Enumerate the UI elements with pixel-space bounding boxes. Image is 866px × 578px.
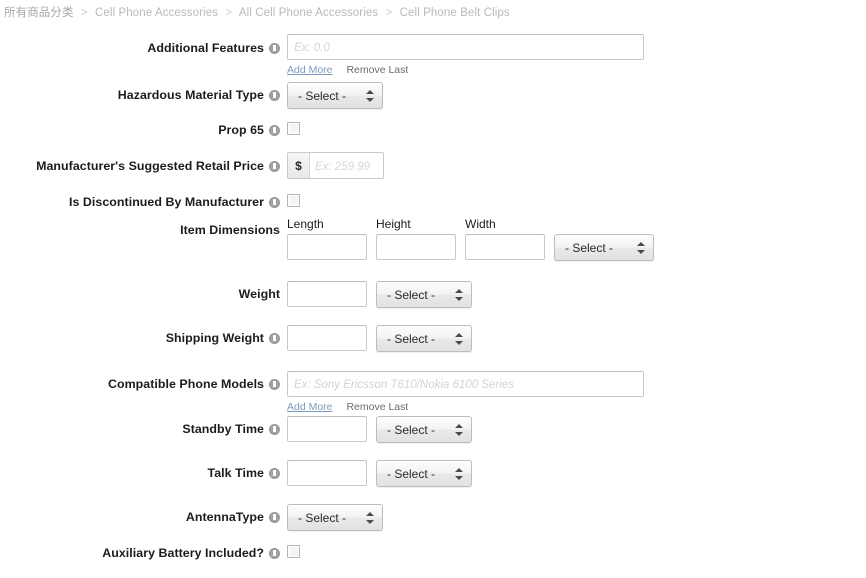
shipping-weight-input[interactable] — [287, 325, 367, 351]
weight-unit-select[interactable]: - Select - — [376, 281, 472, 308]
breadcrumb: 所有商品分类 > Cell Phone Accessories > All Ce… — [4, 4, 510, 20]
label-height: Height — [376, 217, 411, 231]
row-prop-65: Prop 65 — [0, 115, 866, 150]
label-antenna-type: AntennaType — [0, 510, 280, 524]
antenna-type-select[interactable]: - Select - — [287, 504, 383, 531]
select-value: - Select - — [298, 88, 347, 103]
label-length: Length — [287, 217, 324, 231]
item-dimensions-height-input[interactable] — [376, 234, 456, 260]
breadcrumb-separator: > — [385, 7, 393, 19]
product-attributes-form: Additional Features Add More Remove Last… — [0, 27, 866, 572]
label-compatible-phone-models: Compatible Phone Models — [0, 377, 280, 391]
label-is-discontinued: Is Discontinued By Manufacturer — [0, 195, 280, 209]
row-additional-features: Additional Features Add More Remove Last — [0, 27, 866, 76]
chevron-updown-icon — [455, 332, 463, 346]
auxiliary-battery-checkbox[interactable] — [287, 545, 300, 558]
item-dimensions-width-col: Width — [465, 218, 545, 260]
chevron-updown-icon — [366, 89, 374, 103]
row-msrp: Manufacturer's Suggested Retail Price $ — [0, 150, 866, 188]
label-width: Width — [465, 217, 496, 231]
item-dimensions-length-input[interactable] — [287, 234, 367, 260]
compatible-phone-models-input[interactable] — [287, 371, 644, 397]
select-value: - Select - — [387, 331, 436, 346]
label-auxiliary-battery: Auxiliary Battery Included? — [0, 546, 280, 560]
row-hazardous-material-type: Hazardous Material Type - Select - — [0, 71, 866, 115]
info-icon[interactable] — [269, 379, 280, 390]
remove-last-link[interactable]: Remove Last — [346, 401, 409, 413]
info-icon[interactable] — [269, 90, 280, 101]
item-dimensions-unit-select[interactable]: - Select - — [554, 234, 654, 261]
hazardous-material-type-select[interactable]: - Select - — [287, 82, 383, 109]
info-icon[interactable] — [269, 43, 280, 54]
info-icon[interactable] — [269, 424, 280, 435]
standby-time-input[interactable] — [287, 416, 367, 442]
chevron-updown-icon — [637, 241, 645, 255]
label-weight: Weight — [238, 287, 280, 301]
label-msrp: Manufacturer's Suggested Retail Price — [0, 159, 280, 173]
chevron-updown-icon — [455, 288, 463, 302]
row-compatible-phone-models: Compatible Phone Models Add More Remove … — [0, 363, 866, 413]
select-value: - Select - — [387, 422, 436, 437]
select-value: - Select - — [387, 466, 436, 481]
breadcrumb-item-all-cell-phone-accessories[interactable]: All Cell Phone Accessories — [238, 7, 379, 19]
label-additional-features: Additional Features — [0, 41, 280, 55]
msrp-input-group: $ — [287, 152, 384, 179]
chevron-updown-icon — [455, 467, 463, 481]
row-talk-time: Talk Time - Select - — [0, 452, 866, 496]
weight-input[interactable] — [287, 281, 367, 307]
compatible-phone-models-helpers: Add More Remove Last — [287, 401, 408, 413]
breadcrumb-item-cell-phone-accessories[interactable]: Cell Phone Accessories — [95, 7, 219, 19]
prop-65-checkbox[interactable] — [287, 122, 300, 135]
info-icon[interactable] — [269, 468, 280, 479]
row-weight: Weight - Select - — [0, 275, 866, 319]
additional-features-input[interactable] — [287, 34, 644, 60]
currency-symbol: $ — [288, 153, 310, 178]
chevron-updown-icon — [455, 423, 463, 437]
info-icon[interactable] — [269, 548, 280, 559]
label-prop-65: Prop 65 — [0, 123, 280, 137]
label-standby-time: Standby Time — [0, 422, 280, 436]
standby-time-unit-select[interactable]: - Select - — [376, 416, 472, 443]
row-auxiliary-battery: Auxiliary Battery Included? — [0, 538, 866, 572]
item-dimensions-height-col: Height — [376, 218, 456, 260]
select-value: - Select - — [387, 287, 436, 302]
add-more-link[interactable]: Add More — [287, 64, 333, 76]
select-value: - Select - — [298, 510, 347, 525]
is-discontinued-checkbox[interactable] — [287, 194, 300, 207]
row-standby-time: Standby Time - Select - — [0, 408, 866, 452]
row-antenna-type: AntennaType - Select - — [0, 496, 866, 538]
label-talk-time: Talk Time — [0, 466, 280, 480]
row-shipping-weight: Shipping Weight - Select - — [0, 319, 866, 363]
breadcrumb-separator: > — [80, 7, 88, 19]
talk-time-input[interactable] — [287, 460, 367, 486]
label-item-dimensions: Item Dimensions — [180, 223, 280, 237]
info-icon[interactable] — [269, 197, 280, 208]
msrp-input[interactable] — [310, 153, 383, 178]
info-icon[interactable] — [269, 125, 280, 136]
select-value: - Select - — [565, 240, 614, 255]
info-icon[interactable] — [269, 512, 280, 523]
breadcrumb-item-all-categories[interactable]: 所有商品分类 — [4, 7, 74, 19]
breadcrumb-item-cell-phone-belt-clips[interactable]: Cell Phone Belt Clips — [399, 7, 510, 19]
item-dimensions-length-col: Length — [287, 218, 367, 260]
info-icon[interactable] — [269, 161, 280, 172]
breadcrumb-separator: > — [225, 7, 233, 19]
row-item-dimensions: Item Dimensions Length Height Width - Se… — [0, 218, 866, 275]
label-hazardous-material-type: Hazardous Material Type — [0, 88, 280, 102]
add-more-link[interactable]: Add More — [287, 401, 333, 413]
shipping-weight-unit-select[interactable]: - Select - — [376, 325, 472, 352]
label-shipping-weight: Shipping Weight — [0, 331, 280, 345]
additional-features-helpers: Add More Remove Last — [287, 64, 408, 76]
info-icon[interactable] — [269, 333, 280, 344]
item-dimensions-width-input[interactable] — [465, 234, 545, 260]
row-is-discontinued: Is Discontinued By Manufacturer — [0, 188, 866, 222]
remove-last-link[interactable]: Remove Last — [346, 64, 409, 76]
chevron-updown-icon — [366, 511, 374, 525]
talk-time-unit-select[interactable]: - Select - — [376, 460, 472, 487]
